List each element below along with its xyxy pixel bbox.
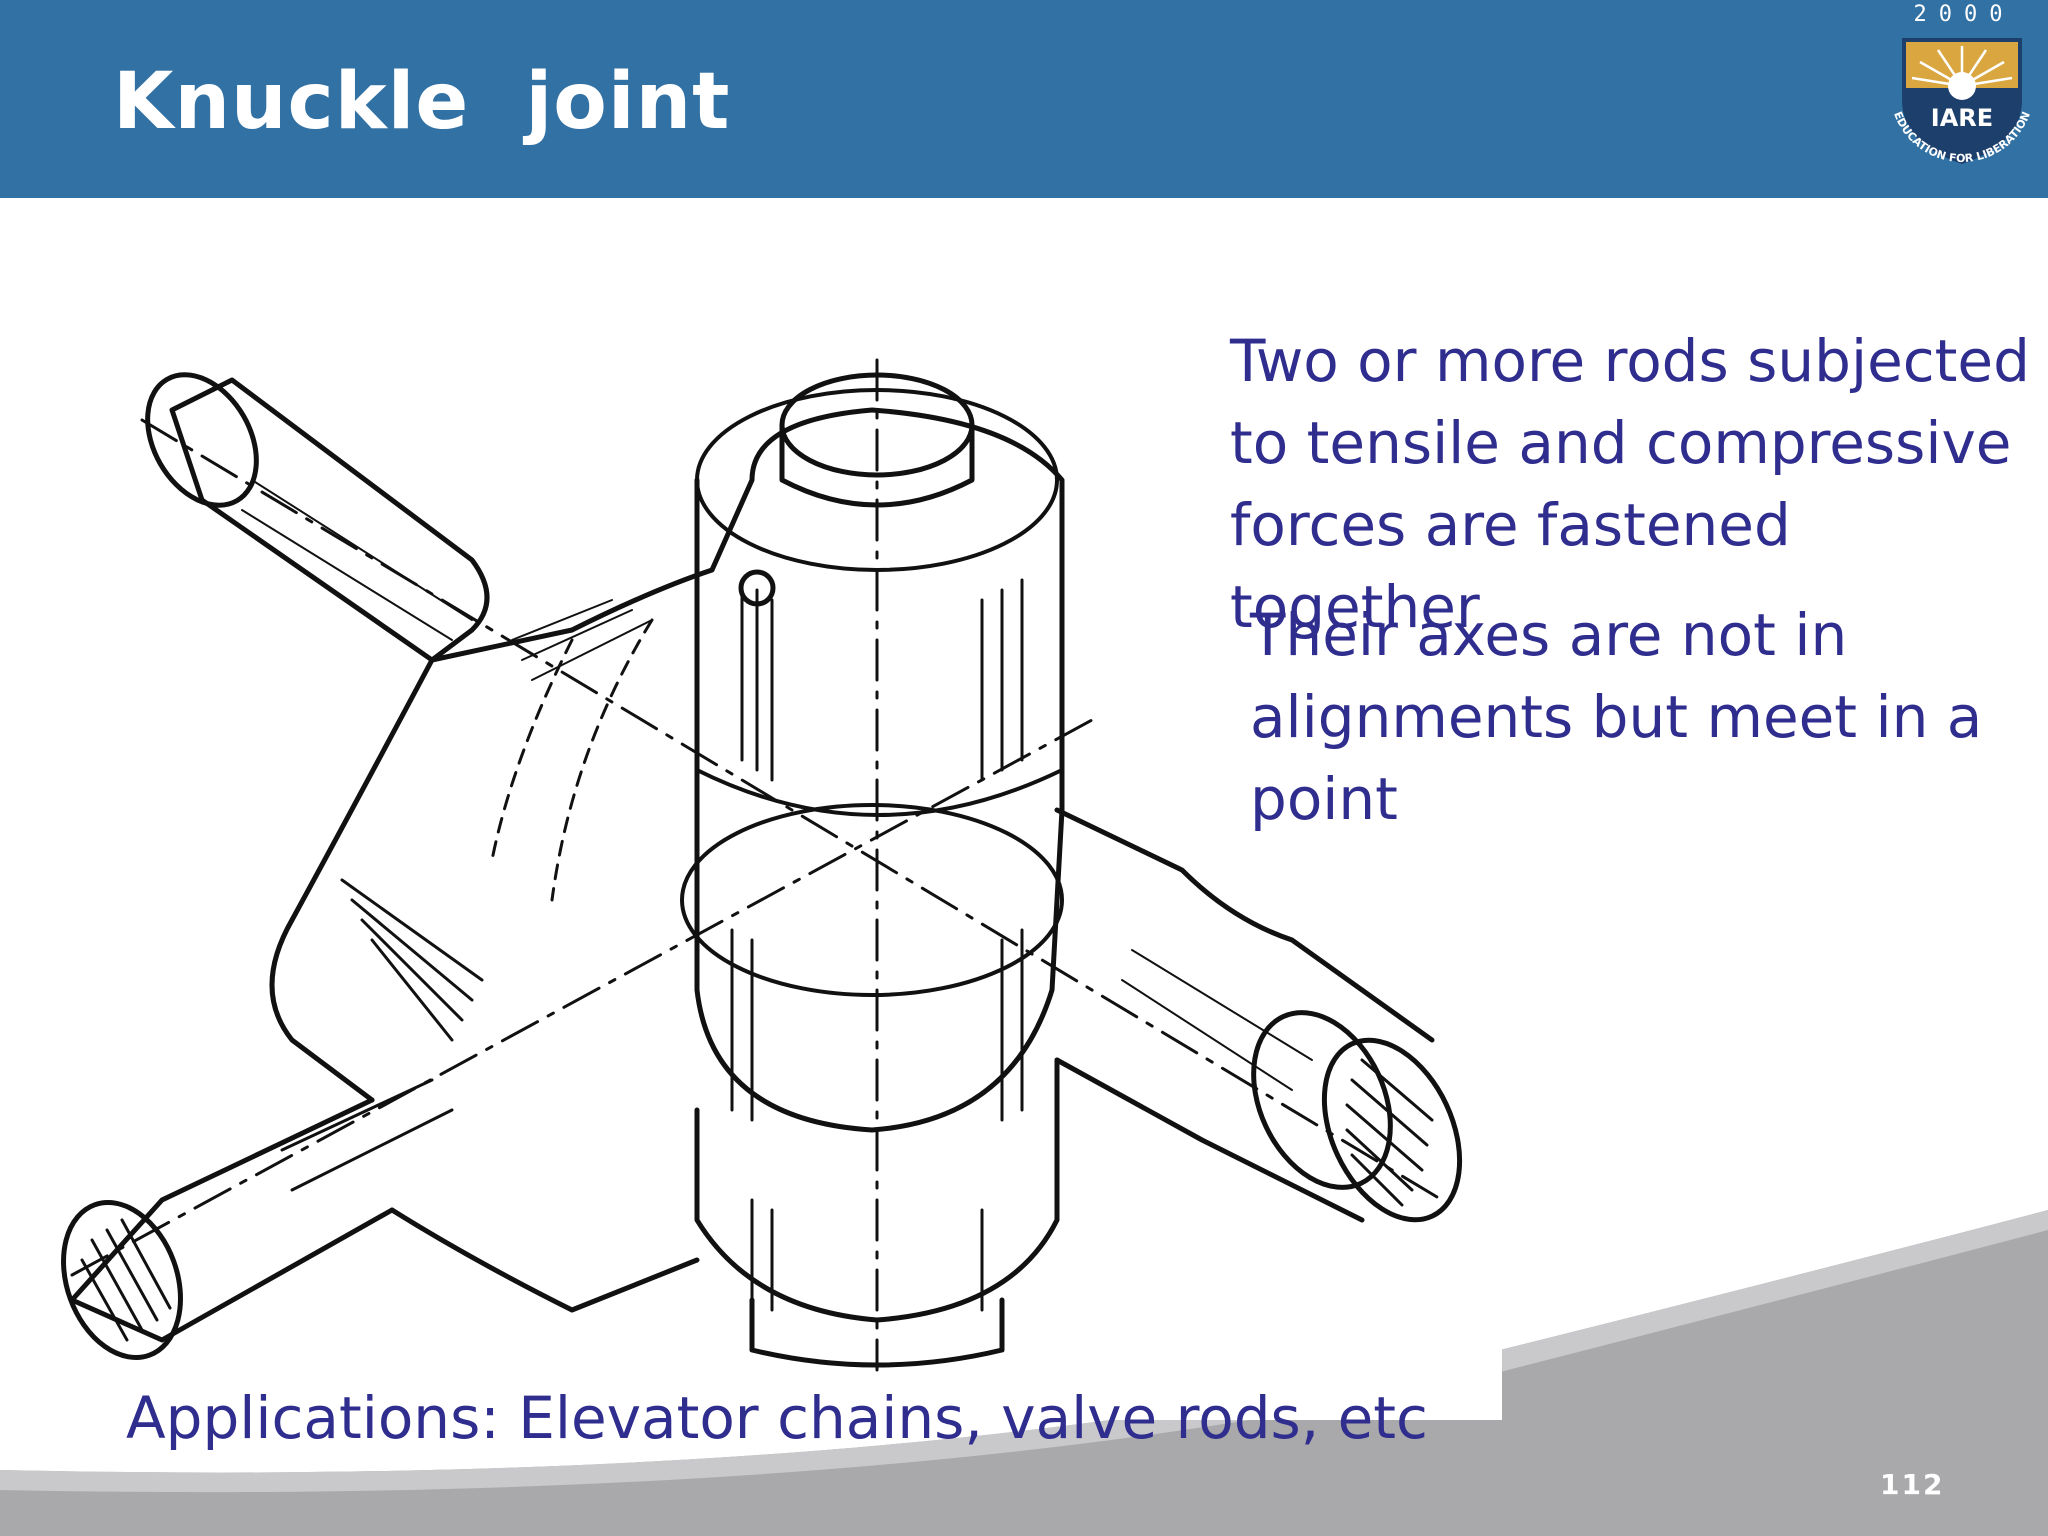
knuckle-joint-drawing (52, 340, 1502, 1420)
description-line: Two or more rods subjected (1230, 327, 2030, 395)
applications-text: Applications: Elevator chains, valve rod… (126, 1384, 1428, 1452)
description-paragraph-1: Two or more rods subjected to tensile an… (1230, 320, 2040, 648)
iare-logo: IARE EDUCATION FOR LIBERATION (1891, 38, 2033, 165)
slide-title: Knuckle joint (113, 57, 731, 147)
header-bar (0, 0, 2048, 198)
logo-name: IARE (1931, 104, 1993, 132)
description-line: Their axes are not in (1250, 601, 1848, 669)
logo-year: 2000 (1913, 2, 2015, 27)
footer-swoosh (0, 1210, 2048, 1536)
description-line: alignments but meet in a (1250, 683, 1983, 751)
page-number: 112 (1880, 1468, 1945, 1501)
description-line: forces are fastened together (1230, 491, 1791, 641)
description-paragraph-2: Their axes are not in alignments but mee… (1250, 594, 2030, 840)
description-line: point (1250, 765, 1398, 833)
description-line: to tensile and compressive (1230, 409, 2012, 477)
